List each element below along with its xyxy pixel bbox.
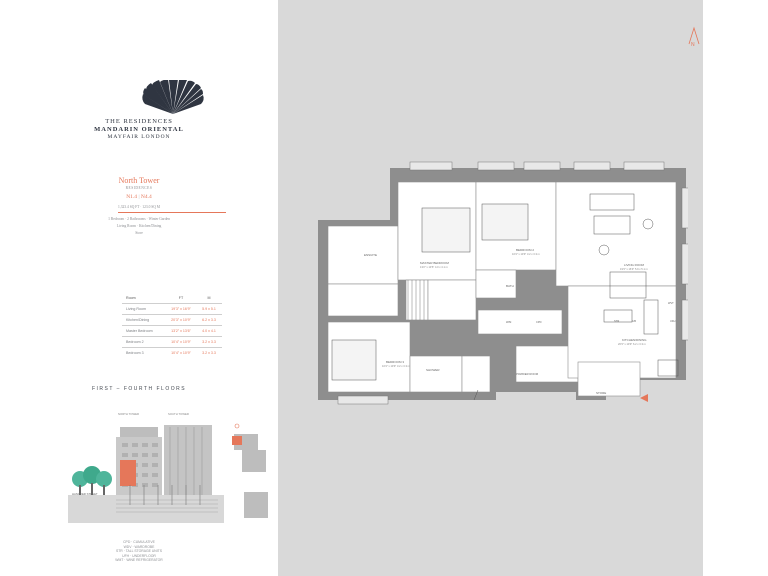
label-bath: BATH: [506, 284, 514, 288]
table-row: Bedroom 3 10'4" x 10'9" 3.2 x 3.3: [122, 347, 222, 358]
footer-legend: CPD · CUMULATIVE WDV · WARDROBE STR · TA…: [0, 540, 278, 563]
entrance-arrow-icon: [640, 394, 648, 402]
legend-line: WDV · WARDROBE: [123, 544, 155, 549]
table-row: Kitchen/Dining 20'3" x 10'9" 6.2 x 3.3: [122, 314, 222, 325]
elevation-label-north: NORTH TOWER: [118, 412, 139, 416]
north-label: N: [691, 42, 695, 48]
room-name: Living Room: [126, 307, 146, 311]
label-ensuite: ENSUITE: [364, 253, 378, 257]
room-ft: 10'4" x 10'9": [171, 351, 191, 355]
room-ft: 13'2" x 13'6": [171, 329, 191, 333]
legend-line: WMT · WINE REFRIGERATOR: [115, 558, 163, 563]
label-living-room: LIVING ROOM: [624, 263, 645, 267]
floors-label: FIRST – FOURTH FLOORS: [91, 386, 187, 392]
label-bedroom2-dim: 10'4" x 10'9" 3.2 x 3.3 m: [512, 253, 540, 256]
room-m: 4.0 x 4.1: [202, 329, 216, 333]
label-wm: W/M: [506, 321, 512, 324]
elevation-label-south: SOUTH TOWER: [168, 412, 189, 416]
info-panel: THE RESIDENCES MANDARIN ORIENTAL MAYFAIR…: [0, 0, 278, 576]
label-bedroom3: BEDROOM 3: [386, 360, 405, 364]
label-bedroom2: BEDROOM 2: [516, 248, 535, 252]
room-name: Bedroom 3: [126, 351, 144, 355]
unit-area: 1,323.4 SQ FT · 123.0 SQ M: [118, 205, 160, 209]
legend-line: UFH · UNDERFLOOR: [122, 553, 156, 558]
brand-line3: MAYFAIR LONDON: [107, 134, 171, 140]
room-schedule-table: Room FT M Living Room 19'3" x 16'9" 5.9 …: [122, 293, 222, 358]
table-row: Living Room 19'3" x 16'9" 5.9 x 5.1: [122, 303, 222, 314]
label-cpd: CPD: [536, 321, 542, 324]
label-kitchen-dining: KITCHEN/DINING: [622, 338, 647, 342]
floor-plan-drawing: [318, 161, 688, 405]
brand-line1: THE RESIDENCES: [105, 118, 173, 125]
unit-codes: N1.4 | N4.4: [126, 194, 152, 200]
label-wvt: WVT: [668, 302, 674, 305]
unit-code-2: N4.4: [140, 194, 152, 200]
header-m: M: [207, 296, 211, 300]
label-master-bedroom: MASTER BEDROOM: [420, 261, 449, 265]
label-str: STR: [614, 320, 620, 323]
room-m: 5.9 x 5.1: [202, 307, 216, 311]
header-room: Room: [126, 296, 136, 300]
room-m: 6.2 x 3.3: [202, 318, 216, 322]
label-master-bedroom-dim: 13'2" x 13'6" 4.0 x 4.1 m: [420, 266, 448, 269]
table-row: Master Bedroom 13'2" x 13'6" 4.0 x 4.1: [122, 325, 222, 336]
room-ft: 19'3" x 16'9": [171, 307, 191, 311]
legend-line: STR · TALL STORAGE UNITS: [115, 549, 163, 554]
room-ft: 20'3" x 10'9": [171, 318, 191, 322]
tree-icon: [72, 466, 112, 495]
table-row: Bedroom 2 10'4" x 10'9" 3.2 x 3.3: [122, 336, 222, 347]
label-powder-room: POWDER ROOM: [516, 372, 539, 376]
label-fr: F/R: [632, 320, 637, 323]
features-line1: 1 Bedroom · 2 Bathrooms · Winter Garden: [108, 217, 170, 221]
label-store: STORE: [596, 391, 607, 395]
label-living-dim: 19'3" x 16'9" 5.9 x 5.1 m: [620, 268, 648, 271]
label-kitchen-dim: 20'3" x 10'9" 6.2 x 3.3 m: [618, 343, 646, 346]
room-name: Kitchen/Dining: [126, 318, 150, 322]
mandarin-fan-logo: [142, 80, 204, 114]
key-plan-drawing: [232, 423, 268, 518]
label-bedroom3-dim: 10'4" x 10'9" 3.2 x 3.3 m: [382, 365, 410, 368]
room-m: 3.2 x 3.3: [202, 351, 216, 355]
right-margin: [703, 0, 768, 576]
brand-line2: MANDARIN ORIENTAL: [94, 126, 184, 133]
label-shower: SHOWER: [426, 368, 440, 372]
divider: [118, 212, 226, 213]
tower-subtitle: RESIDENCES: [125, 186, 153, 190]
room-name: Master Bedroom: [126, 329, 153, 333]
room-name: Bedroom 2: [126, 340, 144, 344]
floor-plan-panel: N: [278, 0, 703, 576]
room-m: 3.2 x 3.3: [202, 340, 216, 344]
elevation-label-street: HANOVER STREET: [72, 492, 98, 496]
room-ft: 10'4" x 10'9": [171, 340, 191, 344]
features-line3: Store: [135, 231, 143, 235]
unit-code-1: N1.4: [126, 194, 138, 200]
table-header: Room FT M: [122, 293, 222, 303]
legend-line: CPD · CUMULATIVE: [123, 540, 155, 544]
label-ufh: UFH: [670, 320, 676, 323]
north-arrow-icon: N: [688, 26, 700, 48]
header-ft: FT: [178, 296, 184, 300]
features-line2: Living Room · Kitchen/Dining: [116, 224, 162, 228]
tower-name: North Tower: [118, 176, 160, 185]
building-elevation-drawing: [68, 425, 224, 523]
